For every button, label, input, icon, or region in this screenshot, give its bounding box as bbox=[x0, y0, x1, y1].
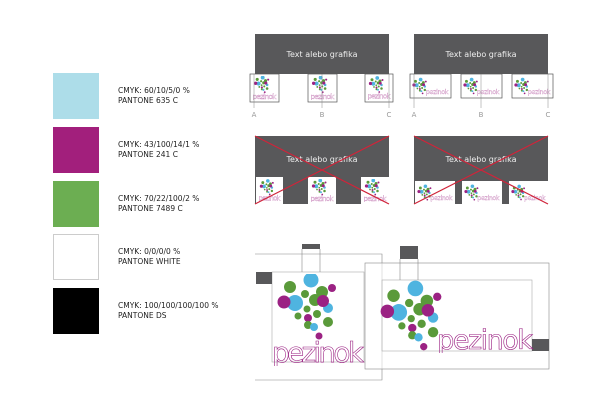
swatch-label-black: CMYK: 100/100/100/100 %PANTONE DS bbox=[118, 301, 219, 320]
swatch-label-cyan: CMYK: 60/10/5/0 %PANTONE 635 C bbox=[118, 86, 190, 105]
placement-correct-horizontal: Text alebo grafika A B C bbox=[409, 34, 554, 119]
placement-wrong-horizontal: Text alebo grafika bbox=[413, 135, 549, 205]
swatch-label-green: CMYK: 70/22/100/2 %PANTONE 7489 C bbox=[118, 194, 200, 213]
clearance-marker bbox=[400, 246, 418, 259]
placement-wrong-stacked: Text alebo grafika bbox=[254, 135, 390, 205]
clearance-marker bbox=[256, 272, 272, 284]
svg-text:Text alebo grafika: Text alebo grafika bbox=[445, 50, 517, 59]
svg-text:C: C bbox=[546, 111, 551, 119]
clearance-marker bbox=[532, 339, 549, 351]
svg-text:Text alebo grafika: Text alebo grafika bbox=[286, 50, 358, 59]
swatch-cyan bbox=[53, 73, 99, 119]
svg-text:A: A bbox=[412, 111, 417, 119]
clearance-marker bbox=[302, 244, 320, 249]
svg-text:B: B bbox=[320, 111, 325, 119]
svg-text:Text alebo grafika: Text alebo grafika bbox=[445, 155, 517, 164]
svg-text:A: A bbox=[252, 111, 257, 119]
swatch-green bbox=[53, 181, 99, 227]
svg-text:Text alebo grafika: Text alebo grafika bbox=[286, 155, 358, 164]
cross-icon bbox=[413, 135, 549, 205]
swatch-black bbox=[53, 288, 99, 334]
svg-text:C: C bbox=[387, 111, 392, 119]
swatch-label-magenta: CMYK: 43/100/14/1 %PANTONE 241 C bbox=[118, 140, 200, 159]
swatch-magenta bbox=[53, 127, 99, 173]
svg-text:B: B bbox=[479, 111, 484, 119]
placement-correct-stacked: Text alebo grafika A B C bbox=[249, 34, 394, 119]
swatch-label-white: CMYK: 0/0/0/0 %PANTONE WHITE bbox=[118, 247, 181, 266]
swatch-white bbox=[53, 234, 99, 280]
cross-icon bbox=[254, 135, 390, 205]
